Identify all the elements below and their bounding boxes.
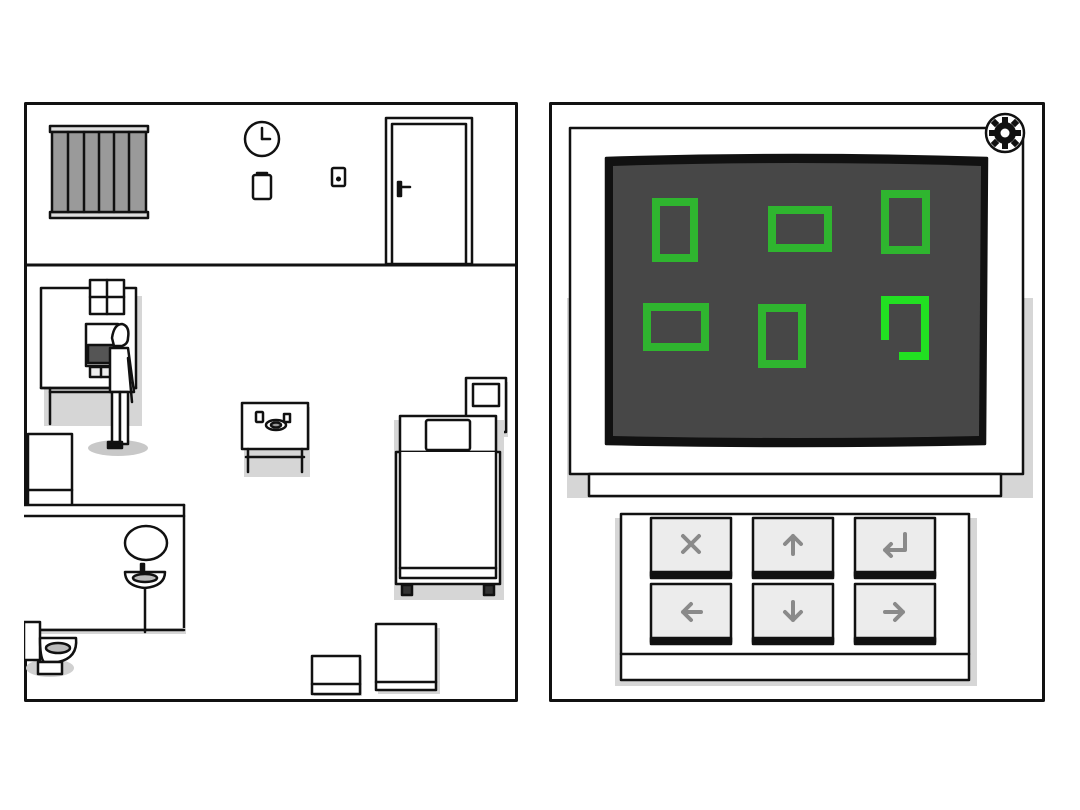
- key-up[interactable]: [751, 516, 835, 580]
- key-left[interactable]: [649, 582, 733, 646]
- bed[interactable]: [394, 414, 504, 600]
- small-table[interactable]: [240, 401, 310, 477]
- notice-paper[interactable]: [251, 171, 273, 201]
- bathroom-wall: [24, 503, 186, 634]
- crate[interactable]: [374, 622, 440, 694]
- barred-window[interactable]: [48, 124, 150, 220]
- room-view[interactable]: [24, 102, 518, 702]
- gear-icon[interactable]: [984, 112, 1026, 154]
- glyph-3: [881, 190, 930, 254]
- terminal-view: [549, 102, 1045, 702]
- light-switch[interactable]: [330, 166, 347, 188]
- storage-box[interactable]: [310, 654, 362, 696]
- enter-icon: [883, 532, 907, 558]
- player-character[interactable]: [88, 322, 148, 456]
- key-down[interactable]: [751, 582, 835, 646]
- key-right[interactable]: [853, 582, 937, 646]
- screen-glyphs: [643, 190, 930, 368]
- glyph-2: [768, 206, 832, 252]
- arrow-right-icon: [883, 602, 905, 622]
- cabinet[interactable]: [26, 432, 74, 508]
- glyph-5: [758, 304, 806, 368]
- key-enter[interactable]: [853, 516, 937, 580]
- door[interactable]: [384, 116, 474, 266]
- arrow-down-icon: [783, 600, 803, 622]
- glyph-6: [881, 296, 929, 360]
- bathroom-sink[interactable]: [123, 562, 167, 634]
- wall-clock[interactable]: [243, 120, 281, 158]
- key-cancel[interactable]: [649, 516, 733, 580]
- mirror[interactable]: [123, 524, 169, 562]
- glyph-1: [652, 198, 698, 262]
- glyph-4: [643, 303, 709, 351]
- arrow-left-icon: [681, 602, 703, 622]
- toilet[interactable]: [24, 620, 78, 677]
- x-icon: [681, 534, 701, 554]
- arrow-up-icon: [783, 534, 803, 556]
